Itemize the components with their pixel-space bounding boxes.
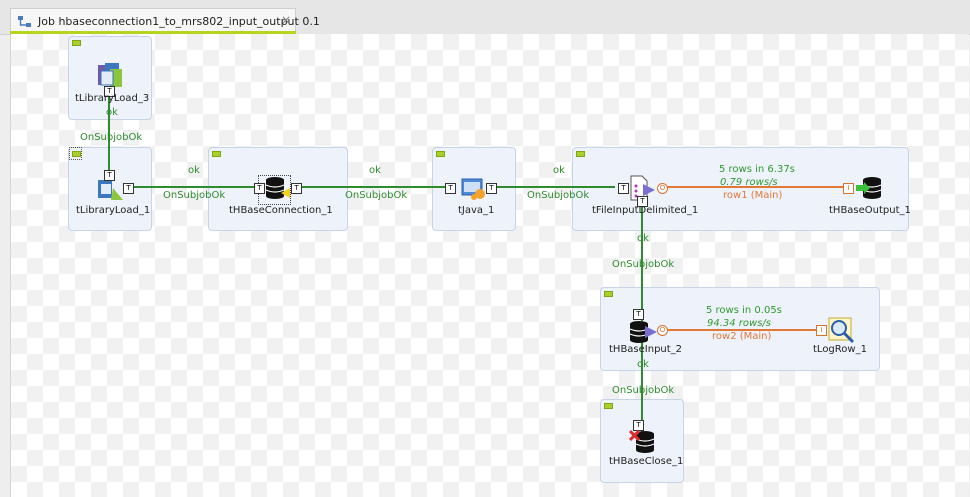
editor-tab-bar: Job hbaseconnection1_to_mrs802_input_out…: [0, 0, 970, 35]
hbase-connection-icon[interactable]: [261, 173, 291, 203]
file-input-delimited-icon[interactable]: [627, 173, 657, 203]
subjob-collapse-toggle[interactable]: [604, 403, 613, 409]
trigger-port[interactable]: T: [633, 420, 644, 431]
component-label[interactable]: tLogRow_1: [813, 344, 867, 355]
component-label[interactable]: tLibraryLoad_1: [76, 205, 151, 216]
subjob-collapse-toggle[interactable]: [212, 151, 221, 157]
link-label-onsubjobok: OnSubjobOk: [612, 385, 675, 396]
job-icon: [17, 14, 33, 30]
trigger-port[interactable]: T: [445, 183, 456, 194]
trigger-port[interactable]: T: [618, 183, 629, 194]
subjob-collapse-toggle[interactable]: [576, 151, 585, 157]
link-label-onsubjobok: OnSubjobOk: [80, 132, 143, 143]
component-label[interactable]: tJava_1: [458, 205, 495, 216]
component-label[interactable]: tHBaseInput_2: [609, 344, 683, 355]
hbase-close-icon[interactable]: [628, 427, 659, 457]
trigger-port[interactable]: T: [254, 183, 265, 194]
subjob-collapse-toggle[interactable]: [72, 151, 81, 157]
component-label[interactable]: tFileInputDelimited_1: [592, 205, 699, 216]
input-port[interactable]: I: [816, 325, 827, 336]
log-row-icon[interactable]: [826, 315, 856, 345]
link-label-ok: ok: [637, 233, 649, 244]
component-label[interactable]: tHBaseConnection_1: [229, 205, 333, 216]
link-label-ok: ok: [369, 165, 381, 176]
tab-title: Job hbaseconnection1_to_mrs802_input_out…: [38, 15, 320, 28]
output-port[interactable]: O: [657, 183, 668, 194]
active-tab-indicator: [10, 31, 296, 34]
component-label[interactable]: tHBaseClose_1: [609, 456, 684, 467]
link-label-ok: ok: [106, 107, 118, 118]
subjob-collapse-toggle[interactable]: [604, 291, 613, 297]
subjob-collapse-toggle[interactable]: [436, 151, 445, 157]
subjob-collapse-toggle[interactable]: [72, 40, 81, 46]
connection-lines: [108, 96, 844, 434]
trigger-port[interactable]: T: [291, 183, 302, 194]
row1-rate-stat: 0.79 rows/s: [720, 177, 778, 188]
row2-count-stat: 5 rows in 0.05s: [706, 305, 782, 316]
output-port[interactable]: O: [657, 325, 668, 336]
link-label-onsubjobok: OnSubjobOk: [612, 259, 675, 270]
row2-link-label[interactable]: row2 (Main): [712, 331, 772, 342]
link-label-ok: ok: [188, 165, 200, 176]
row1-count-stat: 5 rows in 6.37s: [719, 164, 795, 175]
job-design-canvas[interactable]: T tLibraryLoad_3 ok OnSubjobOk T T tLibr…: [10, 34, 969, 497]
trigger-port[interactable]: T: [633, 309, 644, 320]
link-label-onsubjobok: OnSubjobOk: [163, 190, 226, 201]
java-icon[interactable]: [459, 173, 489, 203]
selection-marker: [69, 147, 82, 160]
link-label-onsubjobok: OnSubjobOk: [527, 190, 590, 201]
link-label-ok: ok: [637, 359, 649, 370]
row2-rate-stat: 94.34 rows/s: [707, 318, 772, 329]
input-port[interactable]: I: [843, 183, 854, 194]
trigger-port[interactable]: T: [486, 183, 497, 194]
link-label-ok: ok: [553, 165, 565, 176]
trigger-port[interactable]: T: [104, 170, 115, 181]
component-label[interactable]: tLibraryLoad_3: [75, 93, 150, 104]
library-load-icon[interactable]: [95, 61, 125, 91]
trigger-port[interactable]: T: [123, 183, 134, 194]
job-tab[interactable]: Job hbaseconnection1_to_mrs802_input_out…: [10, 8, 320, 34]
hbase-input-icon[interactable]: [627, 317, 657, 347]
hbase-output-icon[interactable]: [854, 173, 884, 203]
trigger-port[interactable]: T: [104, 86, 115, 97]
trigger-port[interactable]: T: [637, 196, 648, 207]
link-label-onsubjobok: OnSubjobOk: [345, 190, 408, 201]
close-icon[interactable]: ×: [281, 13, 292, 27]
library-load-icon[interactable]: [95, 174, 125, 204]
row1-link-label[interactable]: row1 (Main): [723, 190, 783, 201]
component-label[interactable]: tHBaseOutput_1: [829, 205, 911, 216]
